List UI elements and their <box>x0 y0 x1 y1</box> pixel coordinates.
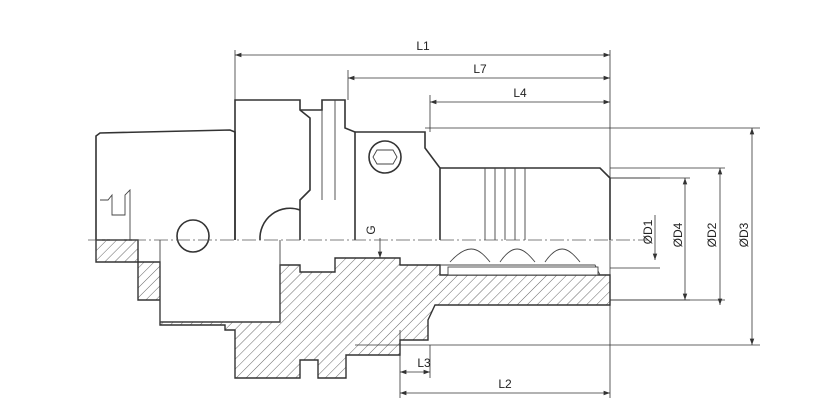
gripper-groove <box>300 99 356 240</box>
clamping-screw <box>368 140 402 174</box>
dimensions <box>234 50 760 398</box>
drive-hole <box>176 219 210 253</box>
label-d3: ØD3 <box>737 222 751 247</box>
hsk-shank <box>95 129 236 240</box>
inner-wave-lines <box>449 248 581 263</box>
shank-keyway <box>100 188 131 240</box>
label-l4: L4 <box>513 86 527 100</box>
exterior-view <box>95 99 611 253</box>
section-hatch <box>95 239 611 379</box>
body-section <box>355 131 441 240</box>
label-d1: ØD1 <box>641 219 655 244</box>
bore-contour <box>159 240 281 323</box>
groove-lines <box>321 100 336 200</box>
label-l2: L2 <box>498 377 512 391</box>
side-arc <box>259 207 301 241</box>
ridge-lines <box>484 168 526 240</box>
label-l1: L1 <box>416 39 430 53</box>
label-d4: ØD4 <box>671 222 685 247</box>
label-l7: L7 <box>473 62 487 76</box>
section-view <box>95 239 611 379</box>
label-g: G <box>364 225 378 234</box>
hex-socket-icon <box>372 149 398 165</box>
label-d2: ØD2 <box>705 222 719 247</box>
label-l3: L3 <box>417 356 431 370</box>
flange-body <box>234 99 311 240</box>
oil-chamber <box>447 266 599 276</box>
